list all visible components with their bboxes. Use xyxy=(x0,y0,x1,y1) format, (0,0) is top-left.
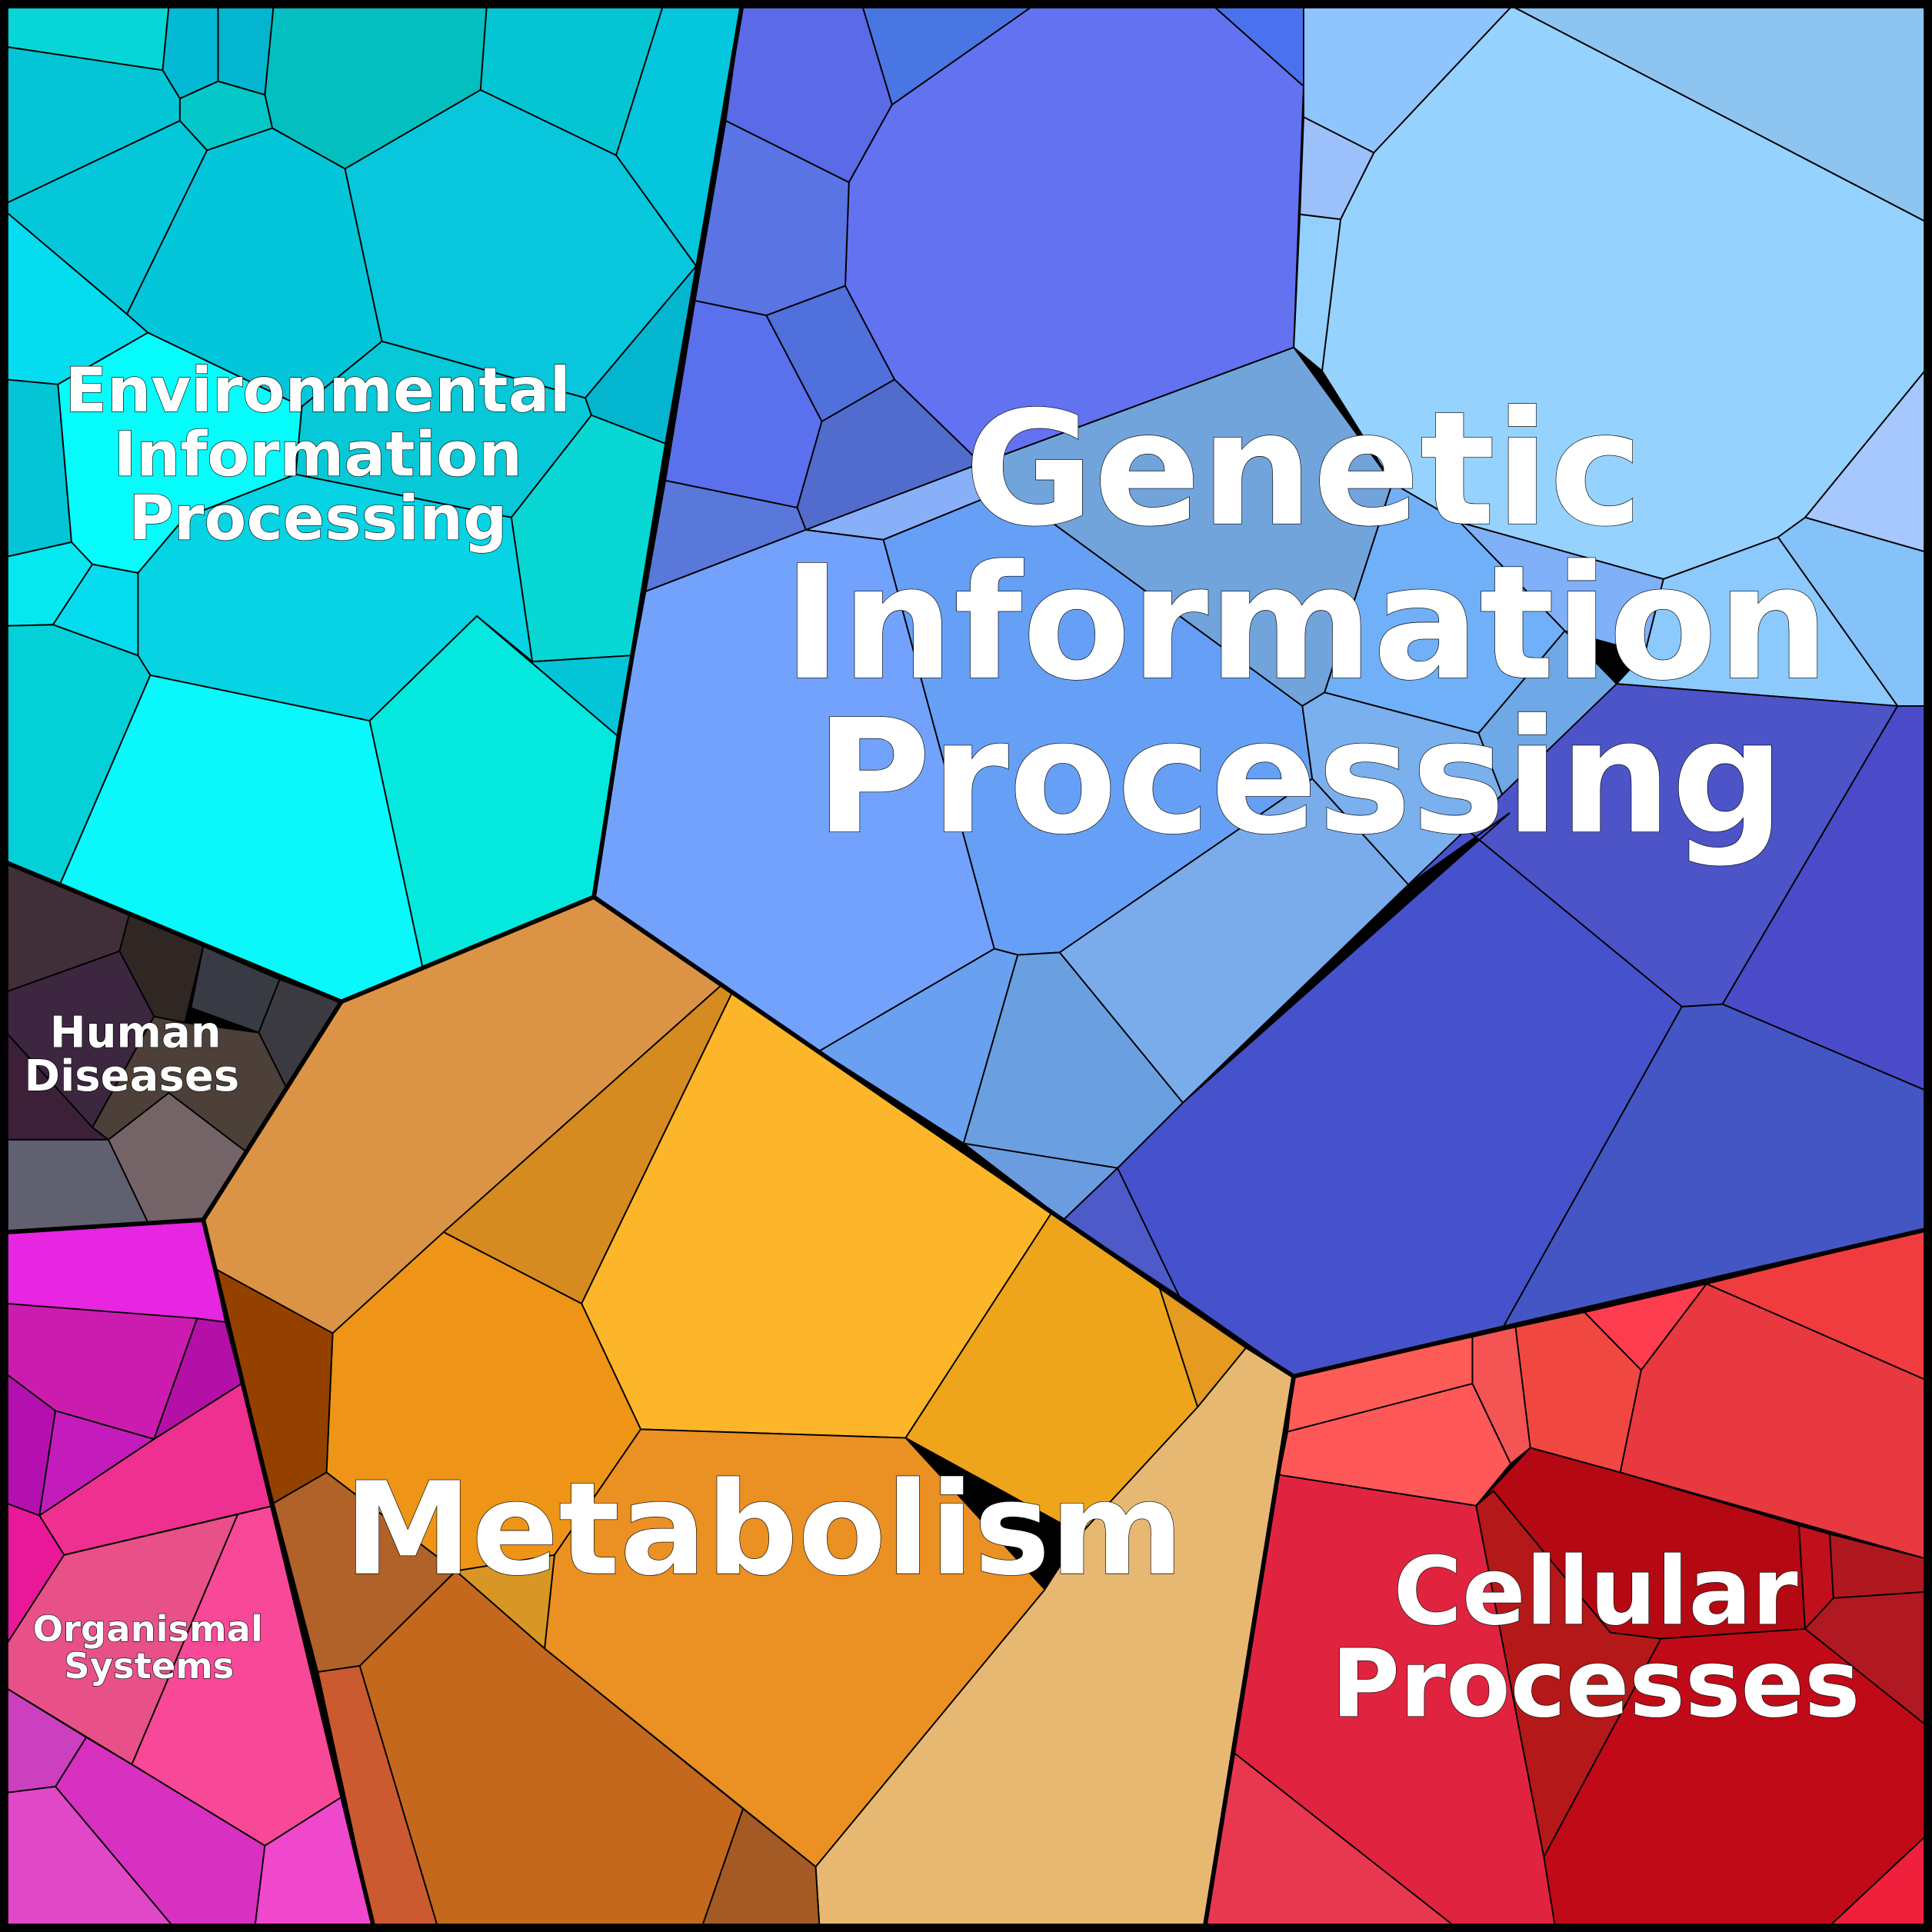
cellular-pathway-cell xyxy=(1475,1490,1662,1858)
cells-layer xyxy=(5,5,1927,1927)
label-organismal: Organismal Systems xyxy=(32,1607,264,1687)
label-line: Metabolism xyxy=(344,1455,1184,1604)
cellular-pathway-cell xyxy=(1619,1283,1927,1560)
label-genetic: Genetic Information Processing xyxy=(782,378,1830,870)
label-human-diseases: Human Diseases xyxy=(24,1008,240,1101)
label-line: Systems xyxy=(64,1645,234,1687)
label-line: Processing xyxy=(128,483,507,555)
label-line: Processes xyxy=(1331,1630,1860,1739)
label-line: Information xyxy=(114,418,522,490)
environmental-pathway-cell xyxy=(217,5,275,96)
label-line: Diseases xyxy=(25,1051,240,1101)
genetic-pathway-cell xyxy=(1615,536,1899,707)
genetic-pathway-cell xyxy=(1117,812,1683,1377)
genetic-pathway-cell xyxy=(1293,213,1341,372)
label-line: Environmental xyxy=(65,355,571,426)
label-line: Human xyxy=(50,1008,222,1058)
label-line: Processing xyxy=(815,686,1784,869)
label-metabolism: Metabolism xyxy=(344,1454,1184,1604)
label-line: Information xyxy=(783,532,1830,715)
label-line: Genetic xyxy=(964,378,1643,561)
label-line: Organismal xyxy=(33,1608,263,1650)
label-cellular: Cellular Processes xyxy=(1331,1537,1860,1739)
label-environmental: Environmental Information Processing xyxy=(65,354,571,555)
label-line: Cellular xyxy=(1394,1537,1798,1646)
